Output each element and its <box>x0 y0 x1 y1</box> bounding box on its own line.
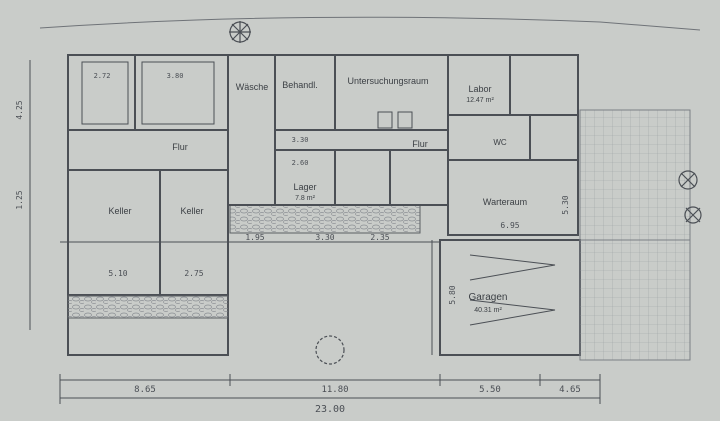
dimension-labels: 23.00 8.65 11.80 5.50 4.65 5.10 2.75 2.7… <box>15 72 581 415</box>
dim-mid-2: 3.30 <box>315 233 334 242</box>
dim-room-a: 2.72 <box>94 72 111 80</box>
dim-left-h2: 1.25 <box>15 190 24 209</box>
dim-seg-1: 8.65 <box>134 385 156 395</box>
terrace-grid-upper <box>579 109 691 241</box>
dim-total: 23.00 <box>315 404 345 415</box>
dim-cellar-w: 5.10 <box>108 269 127 278</box>
room-behandlung: Behandl. <box>282 80 318 90</box>
dim-garage-h: 5.80 <box>448 285 457 304</box>
dim-mid-3: 2.35 <box>370 233 389 242</box>
room-wc: WC <box>493 138 507 147</box>
dimension-lines <box>29 60 601 404</box>
room-keller: Keller <box>108 206 131 216</box>
room-lager-area: 7.8 m² <box>295 195 316 202</box>
room-flur-upper: Flur <box>412 139 428 149</box>
room-garagen: Garagen <box>469 292 508 303</box>
room-untersuchungsraum: Untersuchungsraum <box>347 76 428 86</box>
stone-wall-middle <box>229 204 421 234</box>
stone-foundation <box>67 295 229 319</box>
dim-left-h: 4.25 <box>15 100 24 119</box>
dim-cellar-w2: 2.75 <box>184 269 203 278</box>
tree-icon <box>229 21 702 365</box>
room-flur-area: 12.47 m² <box>466 97 494 104</box>
dim-seg-2: 11.80 <box>321 385 348 395</box>
room-wartezimmer: Warteraum <box>483 197 527 207</box>
dim-room-b: 3.80 <box>167 72 184 80</box>
room-garagen-area: 40.31 m² <box>474 307 502 314</box>
room-flur-left: Flur <box>172 142 188 152</box>
dim-wait-h: 5.30 <box>561 195 570 214</box>
room-waesche: Wäsche <box>236 82 269 92</box>
dim-right-1: 6.95 <box>500 221 519 230</box>
room-labor: Labor <box>468 84 491 94</box>
dim-seg-3: 5.50 <box>479 385 501 395</box>
dim-room-d: 2.60 <box>292 159 309 167</box>
room-lager: Lager <box>293 182 316 192</box>
terrace-grid-lower <box>579 239 691 361</box>
dim-seg-4: 4.65 <box>559 385 581 395</box>
dim-mid-1: 1.95 <box>245 233 264 242</box>
room-keller-2: Keller <box>180 206 203 216</box>
room-labels: Wäsche Behandl. Untersuchungsraum Labor … <box>108 76 527 314</box>
dim-room-c: 3.30 <box>292 136 309 144</box>
right-wing <box>447 54 579 236</box>
survey-line <box>39 16 701 31</box>
